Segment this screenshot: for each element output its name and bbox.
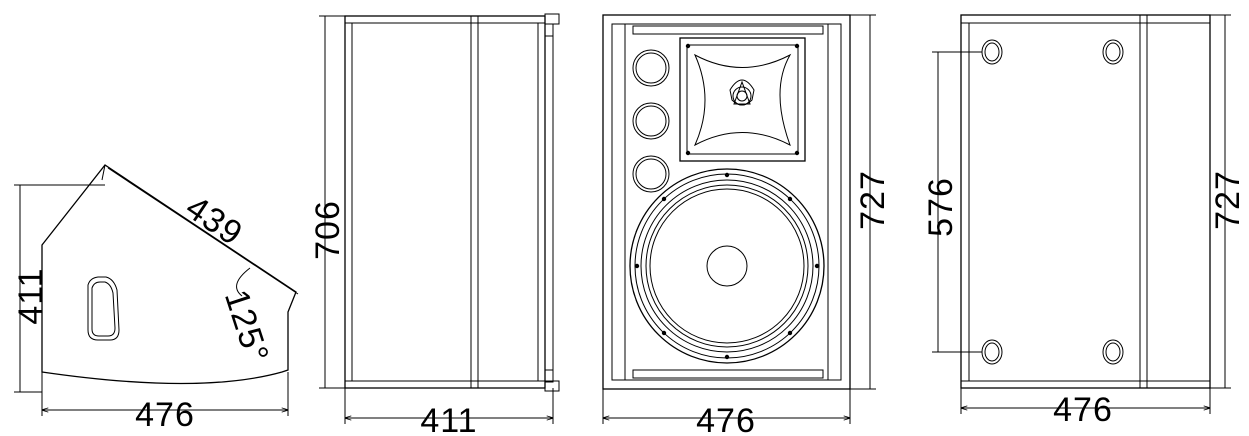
front-width-label: 476	[696, 402, 756, 436]
back-side-view: 706 411	[309, 13, 560, 436]
port-3	[632, 155, 670, 193]
rear-width-label: 476	[1053, 391, 1113, 429]
foot-bottom-right	[1102, 339, 1124, 365]
front-height-label: 727	[854, 170, 892, 230]
foot-top-right	[1102, 39, 1124, 65]
rear-inner-height-label: 576	[922, 177, 960, 237]
rear-outline	[960, 14, 1211, 389]
side-view: 411 439 125° 476	[12, 164, 299, 434]
back-height-label: 706	[309, 200, 347, 260]
side-height-label: 411	[12, 267, 50, 324]
side-diagonal-label: 439	[179, 188, 250, 253]
rear-height-label: 727	[1209, 170, 1247, 230]
side-width-label: 476	[135, 396, 195, 434]
side-view-outline	[41, 164, 297, 385]
horn-driver	[679, 37, 806, 162]
rear-view: 576 727 476	[922, 14, 1247, 429]
front-view: 727 476	[602, 14, 892, 436]
back-side-outline	[344, 15, 546, 389]
back-width-label: 411	[420, 402, 477, 436]
side-diagonal-dim-line	[107, 167, 299, 295]
front-outline	[602, 14, 851, 390]
handle-cutout	[87, 276, 120, 341]
port-2	[632, 102, 670, 140]
port-1	[632, 49, 670, 87]
side-angle-label: 125°	[217, 285, 276, 367]
woofer	[629, 168, 825, 364]
side-angle-arc	[236, 267, 251, 297]
